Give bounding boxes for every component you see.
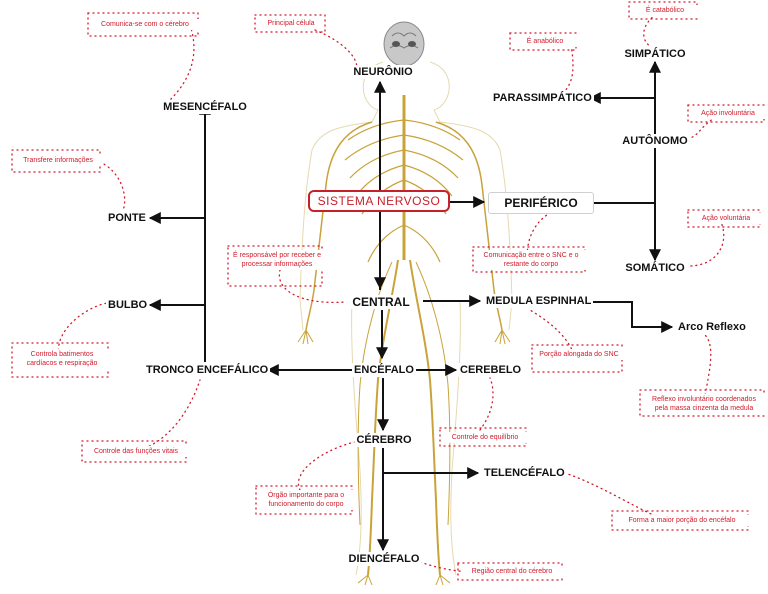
node-encefalo[interactable]: ENCÉFALO [352, 363, 416, 377]
node-medula-espinhal[interactable]: MEDULA ESPINHAL [484, 294, 594, 308]
note-central: É responsável por receber e processar in… [231, 250, 323, 270]
root-node-sistema-nervoso[interactable]: SISTEMA NERVOSO [308, 190, 450, 212]
note-parassimpatico: É anabólico [513, 36, 577, 47]
note-diencefalo: Região central do cérebro [461, 566, 563, 577]
note-autonomo: Ação involuntária [691, 108, 765, 119]
brain-illustration [383, 21, 425, 67]
note-ponte: Transfere informações [15, 155, 101, 166]
node-somatico[interactable]: SOMÁTICO [623, 261, 687, 275]
note-callout-lines [57, 9, 725, 573]
node-neuronio[interactable]: NEURÔNIO [351, 65, 415, 79]
node-tronco-encefalico[interactable]: TRONCO ENCEFÁLICO [144, 363, 271, 377]
note-boxes [11, 1, 765, 581]
note-telencefalo: Forma a maior porção do encéfalo [615, 515, 749, 526]
note-arco-reflexo: Reflexo involuntário coordenados pela ma… [643, 394, 765, 414]
note-tronco: Controle das funções vitais [85, 446, 187, 457]
node-simpatico[interactable]: SIMPÁTICO [622, 47, 688, 61]
note-somatico: Ação voluntária [691, 213, 761, 224]
connectors [148, 60, 674, 552]
note-simpatico: É catabólico [632, 5, 698, 16]
node-mesencefalo[interactable]: MESENCÉFALO [161, 100, 249, 114]
note-medula: Porção alongada do SNC [535, 349, 623, 360]
node-telencefalo[interactable]: TELENCÉFALO [482, 466, 567, 480]
node-central[interactable]: CENTRAL [350, 295, 412, 309]
node-periferico[interactable]: PERIFÉRICO [488, 192, 594, 214]
node-arco-reflexo[interactable]: Arco Reflexo [676, 320, 748, 334]
note-mesencefalo: Comunica-se com o cérebro [91, 19, 199, 30]
node-parassimpatico[interactable]: PARASSIMPÁTICO [491, 91, 594, 105]
note-cerebelo: Controle do equilíbrio [443, 432, 527, 443]
node-bulbo[interactable]: BULBO [106, 298, 150, 312]
node-cerebro[interactable]: CÉREBRO [354, 433, 414, 447]
node-diencefalo[interactable]: DIENCÉFALO [346, 552, 422, 566]
note-neuronio: Principal célula [258, 18, 324, 29]
node-ponte[interactable]: PONTE [106, 211, 148, 225]
note-bulbo: Controla batimentos cardíacos e respiraç… [15, 349, 109, 369]
node-cerebelo[interactable]: CEREBELO [458, 363, 524, 377]
note-cerebro: Órgão importante para o funcionamento do… [259, 490, 353, 510]
node-autonomo[interactable]: AUTÔNOMO [620, 134, 690, 148]
note-periferico: Comunicação entre o SNC e o restante do … [476, 250, 586, 270]
